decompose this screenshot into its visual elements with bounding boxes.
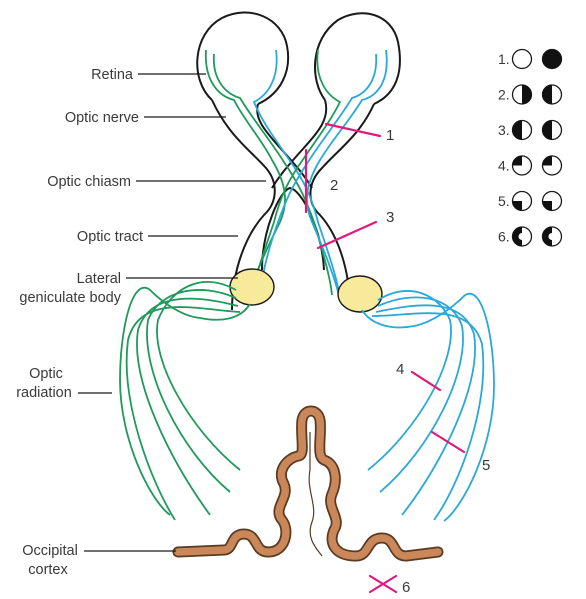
- left-optic-radiation: [120, 282, 250, 520]
- legend-field-4-right-eye-icon: [543, 156, 562, 175]
- label-lgb-line2: geniculate body: [19, 290, 121, 306]
- legend-field-5-left-eye-icon: [513, 192, 532, 211]
- legend-label-5: 5.: [498, 193, 510, 209]
- legend-label-2: 2.: [498, 87, 510, 103]
- label-optic-radiation-line2: radiation: [16, 385, 72, 401]
- label-lgb-line1: Lateral: [77, 271, 121, 287]
- legend-field-3-left-eye-icon: [513, 121, 532, 140]
- lesion-number-5: 5: [482, 457, 490, 474]
- lesion-1-optic-nerve: [326, 124, 380, 136]
- lesion-3-optic-tract: [318, 222, 376, 248]
- pathway-outline-left-inner: [257, 104, 312, 188]
- legend-field-5-right-eye-icon: [543, 192, 562, 211]
- legend-field-6-left-eye-icon: [513, 227, 532, 246]
- label-occipital-cortex-line2: cortex: [28, 562, 68, 578]
- occipital-cortex: [178, 411, 438, 556]
- legend-label-1: 1.: [498, 51, 510, 67]
- legend-label-6: 6.: [498, 229, 510, 245]
- legend-label-3: 3.: [498, 122, 510, 138]
- lesion-5-lower-radiation: [432, 432, 464, 452]
- label-optic-nerve: Optic nerve: [65, 110, 139, 126]
- legend-label-4: 4.: [498, 158, 510, 174]
- legend-field-2-left-eye-icon: [513, 85, 532, 104]
- label-optic-chiasm: Optic chiasm: [47, 174, 131, 190]
- legend-field-6-right-eye-icon: [543, 227, 562, 246]
- legend-field-2-right-eye-icon: [543, 85, 562, 104]
- left-lateral-geniculate-body: [230, 269, 274, 305]
- legend-field-4-left-eye-icon: [513, 156, 532, 175]
- lesion-number-3: 3: [386, 209, 394, 226]
- lesion-number-4: 4: [396, 361, 404, 378]
- legend-field-1-right-eye-icon: [542, 50, 561, 69]
- lesion-number-6: 6: [402, 579, 410, 596]
- left-retina-fibers: [206, 50, 340, 300]
- right-lateral-geniculate-body: [338, 276, 382, 312]
- label-optic-radiation-line1: Optic: [29, 366, 63, 382]
- right-optic-radiation: [362, 291, 494, 521]
- legend-field-3-right-eye-icon: [543, 121, 562, 140]
- legend-field-1-left-eye-icon: [513, 50, 532, 69]
- label-occipital-cortex-line1: Occipital: [22, 543, 78, 559]
- lesion-4-upper-radiation: [412, 372, 440, 390]
- lesion-number-1: 1: [386, 127, 394, 144]
- visual-field-legend: 1. 2. 3. 4. 5. 6.: [498, 50, 562, 247]
- lesion-number-2: 2: [330, 177, 338, 194]
- label-retina: Retina: [91, 67, 134, 83]
- label-optic-tract: Optic tract: [77, 229, 143, 245]
- left-eyeball: [197, 13, 288, 104]
